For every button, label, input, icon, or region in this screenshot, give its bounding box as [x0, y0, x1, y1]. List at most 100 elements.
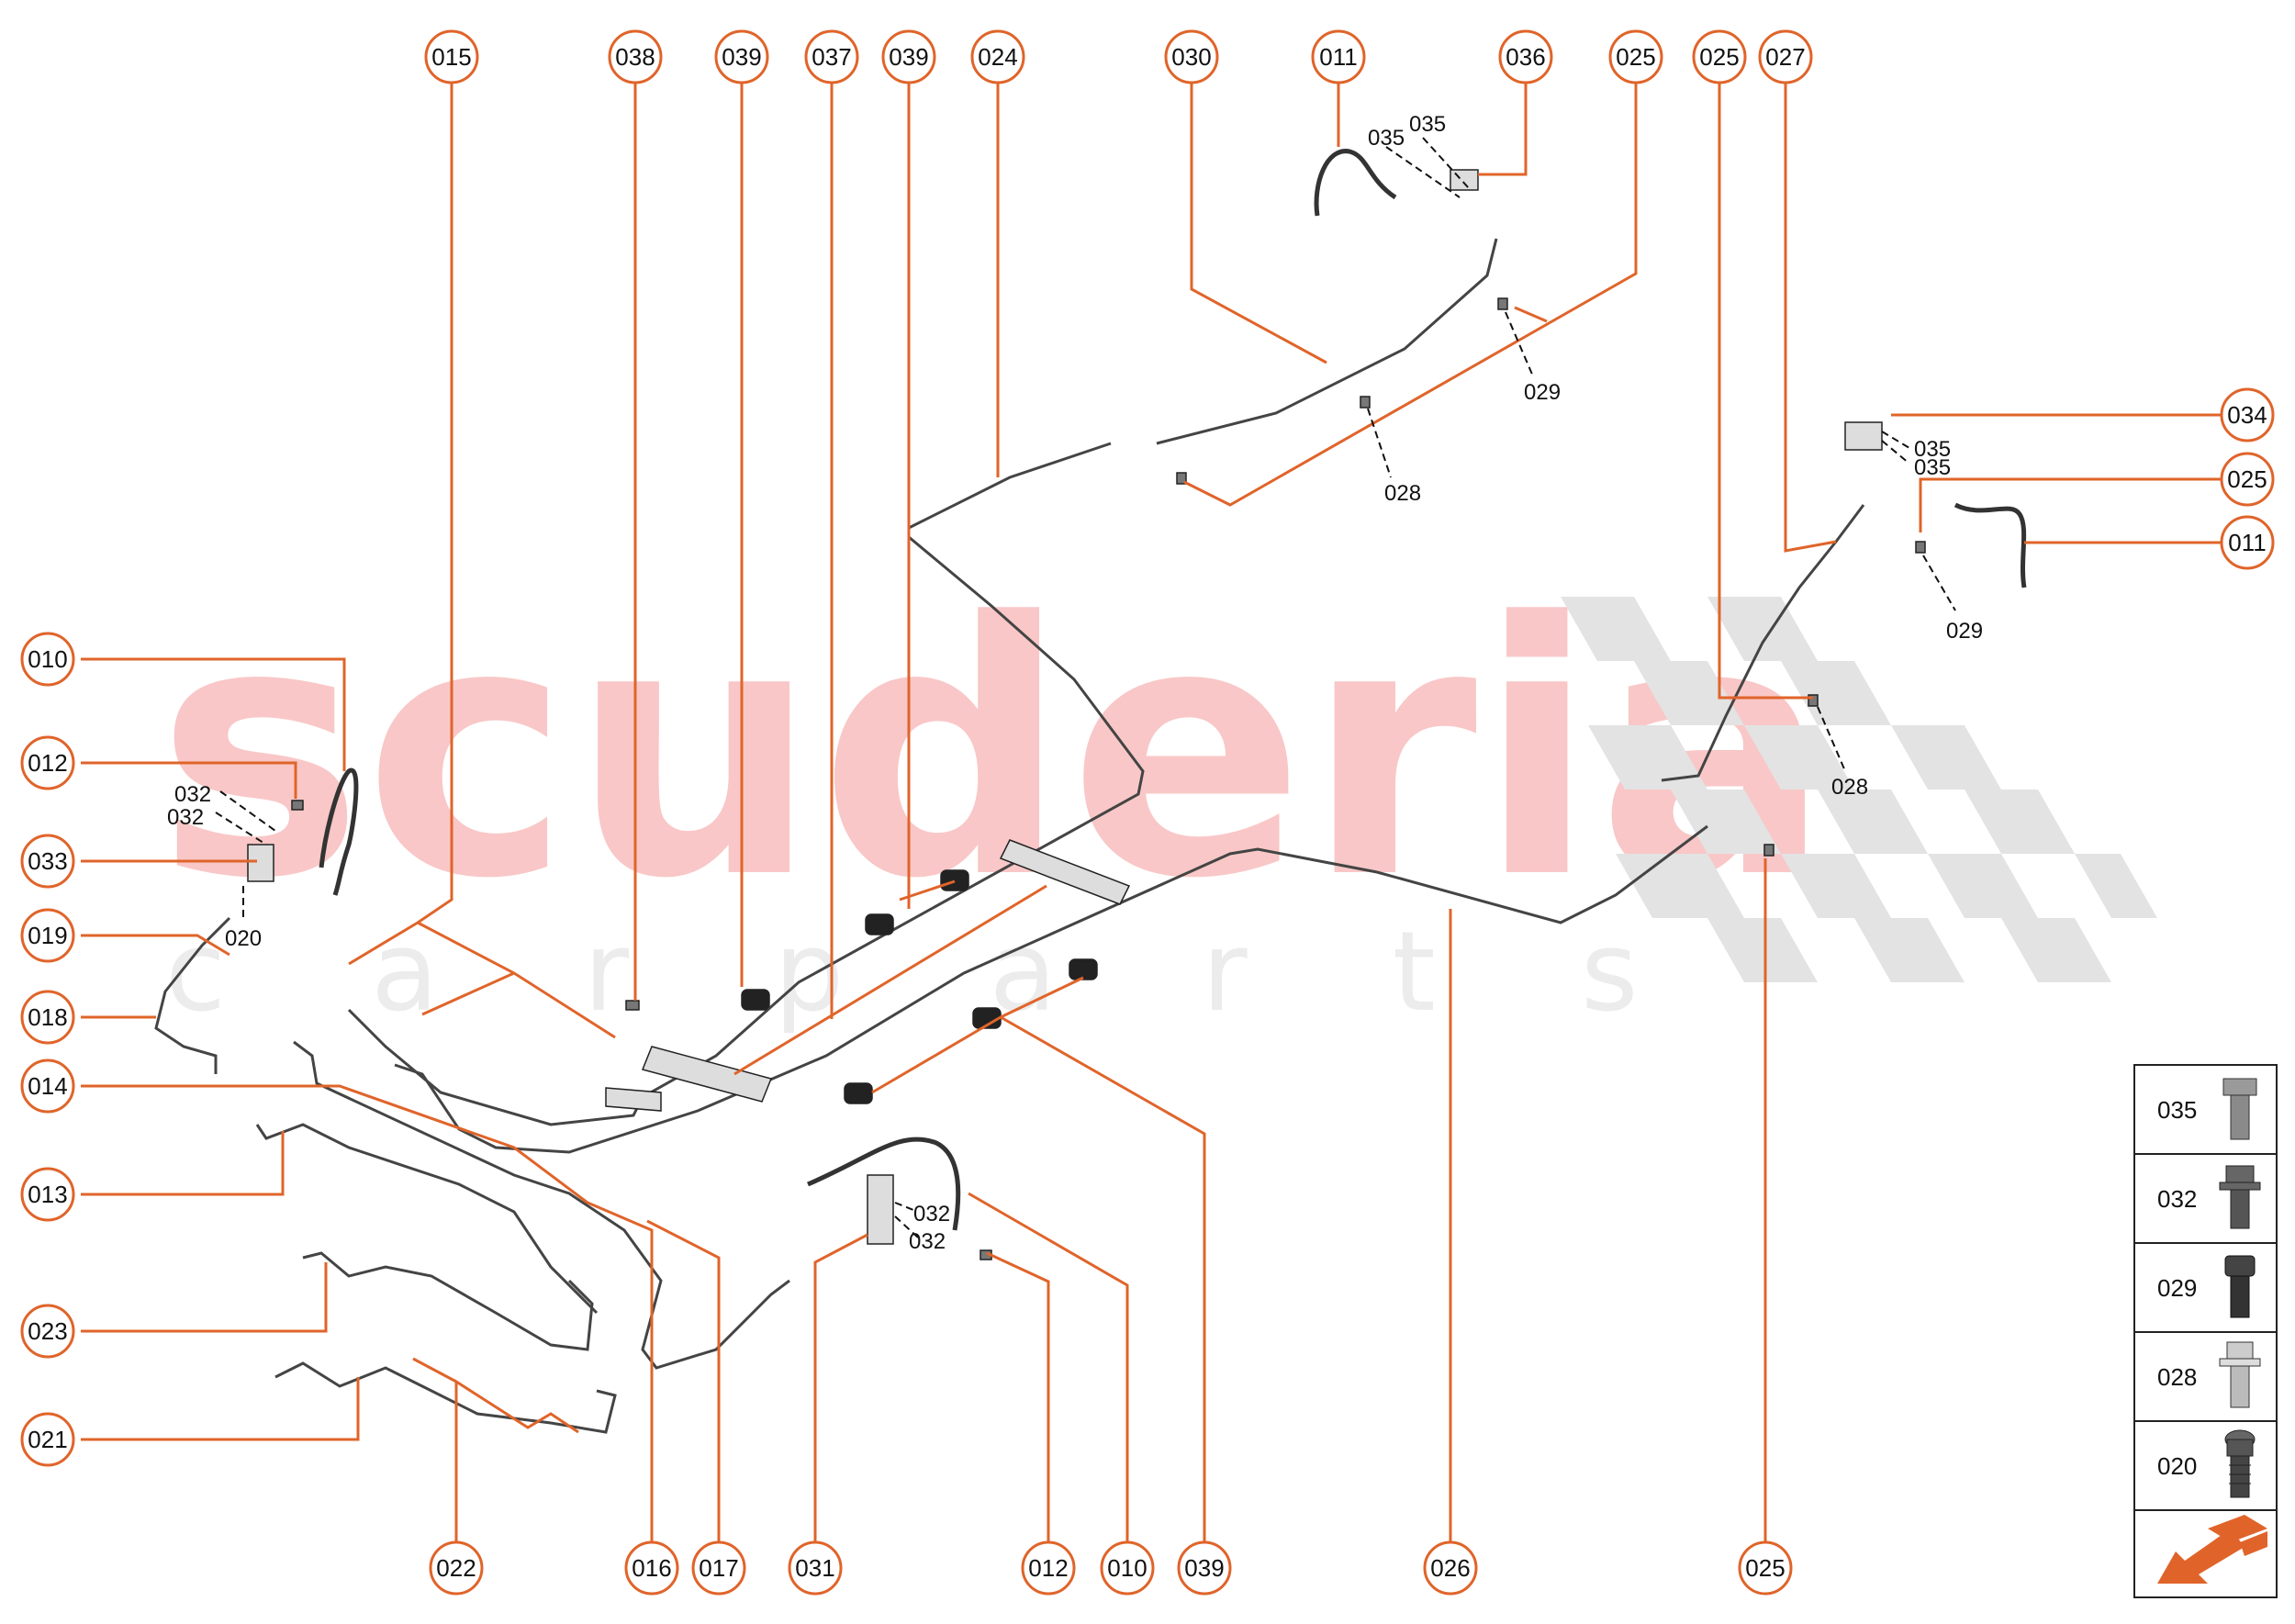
callout-top-038[interactable]: 038	[608, 29, 663, 84]
svg-text:014: 014	[28, 1072, 67, 1100]
callout-right-034[interactable]: 034	[2220, 387, 2275, 442]
svg-text:039: 039	[722, 43, 761, 71]
svg-text:034: 034	[2227, 401, 2267, 429]
flange-bolt-icon	[2219, 1165, 2261, 1229]
svg-text:027: 027	[1765, 43, 1805, 71]
svg-text:025: 025	[1699, 43, 1739, 71]
hose-010-left	[319, 767, 359, 896]
label-020-left: 020	[225, 926, 262, 951]
grommets-039-037	[741, 869, 1098, 1104]
bolt-025-c	[1763, 844, 1774, 857]
callout-left-019[interactable]: 019	[20, 908, 75, 963]
svg-text:025: 025	[1616, 43, 1655, 71]
small-parts	[247, 169, 1926, 1260]
label-029-mid: 029	[1524, 380, 1561, 405]
callout-top-025-a[interactable]: 025	[1608, 29, 1663, 84]
callout-bottom-022[interactable]: 022	[429, 1540, 484, 1596]
callout-left-013[interactable]: 013	[20, 1167, 75, 1222]
svg-text:037: 037	[812, 43, 851, 71]
callout-top-011[interactable]: 011	[1311, 29, 1366, 84]
front-direction-arrow-icon	[2157, 1515, 2267, 1584]
bolt-012-left	[291, 800, 304, 811]
watermark-brand: scuderia	[156, 548, 1832, 955]
legend-item-029: 029	[2157, 1255, 2256, 1318]
pipe-024	[908, 442, 1112, 530]
legend-item-032: 032	[2157, 1165, 2261, 1229]
flange-bolt-light-icon	[2219, 1341, 2261, 1408]
svg-text:039: 039	[1184, 1554, 1224, 1582]
label-032-center-a: 032	[913, 1202, 950, 1226]
callout-bottom-016[interactable]: 016	[624, 1540, 679, 1596]
svg-text:030: 030	[1171, 43, 1211, 71]
shield-plate-037	[641, 1046, 773, 1103]
callout-left-033[interactable]: 033	[20, 834, 75, 889]
svg-text:021: 021	[28, 1426, 67, 1453]
legend-item-035: 035	[2157, 1078, 2257, 1140]
bracket-036	[1450, 169, 1479, 191]
svg-text:025: 025	[1745, 1554, 1785, 1582]
svg-text:019: 019	[28, 922, 67, 949]
label-032-center-b: 032	[909, 1229, 946, 1254]
callout-left-010[interactable]: 010	[20, 632, 75, 687]
pipe-023	[302, 1251, 594, 1351]
svg-text:026: 026	[1430, 1554, 1470, 1582]
callout-left-018[interactable]: 018	[20, 990, 75, 1045]
shield-plate-left	[605, 1087, 662, 1112]
svg-text:039: 039	[889, 43, 928, 71]
callout-left-012[interactable]: 012	[20, 735, 75, 790]
fastener-legend: 035 032 029 028	[2133, 1064, 2278, 1598]
callout-right-025[interactable]: 025	[2220, 452, 2275, 507]
callout-top-025-b[interactable]: 025	[1692, 29, 1747, 84]
callout-bottom-026[interactable]: 026	[1423, 1540, 1478, 1596]
watermark-subtitle: c a r p a r t s	[165, 909, 1693, 1036]
svg-text:024: 024	[978, 43, 1017, 71]
callout-bottom-031[interactable]: 031	[788, 1540, 843, 1596]
shield-plate-right	[999, 839, 1131, 905]
svg-text:018: 018	[28, 1003, 67, 1031]
callout-left-014[interactable]: 014	[20, 1058, 75, 1114]
label-028-right: 028	[1831, 775, 1868, 800]
label-028-mid: 028	[1384, 481, 1421, 506]
hose-010-center	[807, 1137, 961, 1231]
svg-text:012: 012	[28, 749, 67, 777]
svg-text:012: 012	[1028, 1554, 1068, 1582]
callout-bottom-017[interactable]: 017	[691, 1540, 746, 1596]
svg-text:025: 025	[2227, 465, 2267, 493]
brake-pipes	[154, 149, 2027, 1434]
svg-text:036: 036	[1506, 43, 1545, 71]
callout-bottom-012[interactable]: 012	[1021, 1540, 1076, 1596]
svg-text:013: 013	[28, 1181, 67, 1208]
callout-top-039-b[interactable]: 039	[881, 29, 936, 84]
svg-text:016: 016	[632, 1554, 671, 1582]
callout-top-030[interactable]: 030	[1164, 29, 1219, 84]
pipe-013	[255, 1123, 599, 1315]
pipe-014	[293, 1040, 790, 1370]
bracket-034	[1844, 421, 1883, 451]
svg-text:035: 035	[2157, 1096, 2197, 1124]
pipe-026	[394, 824, 1708, 1154]
callout-top-037[interactable]: 037	[804, 29, 859, 84]
svg-text:010: 010	[28, 645, 67, 673]
bolt-028-b	[1808, 694, 1819, 707]
svg-text:011: 011	[2228, 529, 2266, 556]
callout-top-015[interactable]: 015	[424, 29, 479, 84]
callout-left-023[interactable]: 023	[20, 1304, 75, 1359]
callout-bottom-039[interactable]: 039	[1177, 1540, 1232, 1596]
bolt-029-a	[1497, 297, 1508, 310]
leader-lines	[81, 79, 2222, 1579]
callout-top-039-a[interactable]: 039	[714, 29, 769, 84]
pipe-021	[274, 1361, 617, 1434]
callout-right-011[interactable]: 011	[2220, 515, 2275, 570]
svg-text:010: 010	[1107, 1554, 1147, 1582]
callout-top-036[interactable]: 036	[1498, 29, 1553, 84]
callout-bottom-025[interactable]: 025	[1738, 1540, 1793, 1596]
callout-left-021[interactable]: 021	[20, 1412, 75, 1467]
callout-bottom-010[interactable]: 010	[1100, 1540, 1155, 1596]
checkered-flag-logo	[1561, 597, 2157, 982]
callout-top-024[interactable]: 024	[970, 29, 1025, 84]
small-labels: 035 035 029 028 035 035 029 028 032 032 …	[167, 112, 1983, 1254]
pipe-main-upper	[347, 535, 1145, 1126]
pipe-018	[154, 916, 231, 1074]
callout-top-027[interactable]: 027	[1758, 29, 1813, 84]
bracket-033	[247, 844, 274, 882]
